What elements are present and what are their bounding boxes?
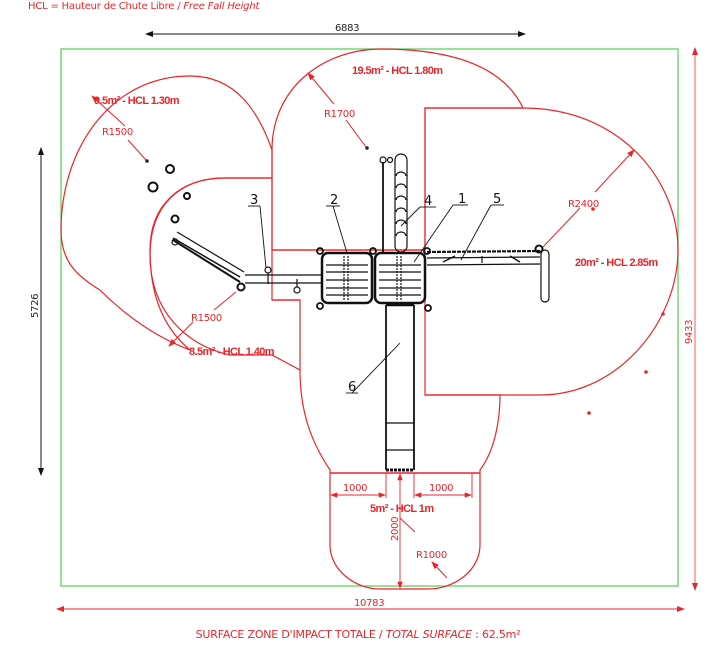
part-number-5: 5 <box>493 192 501 207</box>
total-surface-prefix: SURFACE ZONE D'IMPACT TOTALE / <box>195 628 386 641</box>
zone-label-top: 19.5m² - HCL 1.80m <box>352 65 443 77</box>
dim-label-top-width: 6883 <box>335 23 359 34</box>
part-leaders <box>248 204 504 394</box>
slide-exit-dims <box>329 473 473 589</box>
zone-marker-dot <box>644 370 648 374</box>
zone-center-top <box>365 146 369 150</box>
radius-leaders <box>91 72 635 579</box>
zone-outline-swing <box>60 75 273 351</box>
zone-label-swing: 9.5m² - HCL 1.30m <box>94 95 180 107</box>
zone-radius-left: R1500 <box>191 313 222 324</box>
stepping-ring <box>183 192 191 200</box>
hcl-legend-note: HCL = Hauteur de Chute Libre / Free Fall… <box>28 1 259 12</box>
part-5-bridge <box>426 244 550 303</box>
total-surface-italic: TOTAL SURFACE <box>385 628 472 641</box>
zone-center-swing <box>145 159 149 163</box>
part-1-platform <box>369 247 432 312</box>
part-number-4: 4 <box>424 194 432 209</box>
dim-label-bottom-width: 10783 <box>354 598 384 609</box>
zone-outline-top <box>271 48 524 251</box>
play-structure <box>147 153 550 472</box>
zone-marker-dot <box>661 312 665 316</box>
part-4-climber <box>379 153 408 253</box>
zone-radius-right: R2400 <box>568 199 599 210</box>
dim-label-slide-right: 1000 <box>429 483 453 494</box>
dim-label-left-height: 5726 <box>30 294 41 318</box>
zone-marker-dot <box>587 411 591 415</box>
zone-outline-left <box>149 177 301 372</box>
part-3-ladder <box>171 231 322 294</box>
zone-label-left: 8.5m² - HCL 1.40m <box>189 346 275 358</box>
zone-outline-slide-area <box>299 369 501 590</box>
part-number-2: 2 <box>330 193 338 208</box>
legend-note-italic: Free Fall Height <box>183 1 260 12</box>
stepping-ring <box>147 181 159 193</box>
dim-label-slide-left: 1000 <box>343 483 367 494</box>
stepping-ring <box>170 214 180 224</box>
zone-radius-bottom: R1000 <box>416 550 447 561</box>
part-number-6: 6 <box>348 380 356 395</box>
zone-radius-swing: R1500 <box>102 127 133 138</box>
part-number-3: 3 <box>250 193 258 208</box>
zone-center-right <box>591 207 595 211</box>
total-surface-caption: SURFACE ZONE D'IMPACT TOTALE / TOTAL SUR… <box>0 628 716 641</box>
zone-label-right: 20m² - HCL 2.85m <box>575 257 658 269</box>
total-surface-value: : 62.5m² <box>471 628 521 641</box>
zone-outline-right <box>424 107 679 396</box>
dim-label-right-height: 9433 <box>684 320 695 344</box>
dim-label-slide-depth: 2000 <box>390 517 401 541</box>
zone-radius-top: R1700 <box>324 109 355 120</box>
part-2-platform <box>316 247 374 310</box>
zone-label-bottom: 5m² - HCL 1m <box>370 503 434 515</box>
zone-outline-center <box>272 249 425 301</box>
impact-zones <box>60 48 679 590</box>
part-6-slide <box>385 303 415 472</box>
legend-note-text: HCL = Hauteur de Chute Libre / <box>28 1 184 12</box>
stepping-ring <box>165 164 175 174</box>
part-number-1: 1 <box>458 192 466 207</box>
